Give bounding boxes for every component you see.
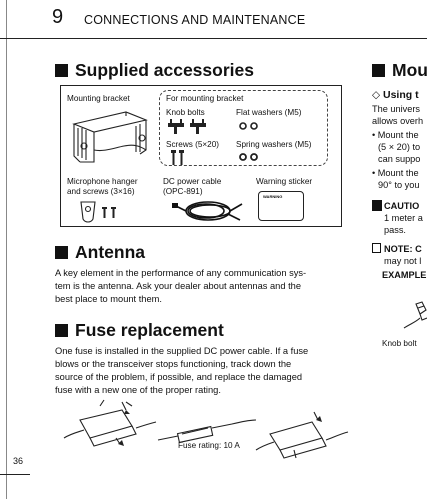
label-spring-washers: Spring washers (M5): [236, 140, 312, 149]
square-bullet-icon: [372, 64, 385, 77]
screw-icon: [171, 150, 184, 165]
label-fuse-rating: Fuse rating: 10 A: [178, 441, 240, 450]
note-icon: [372, 243, 381, 253]
caution-line-2: 1 meter a: [384, 213, 423, 223]
label-dc-cable-model: (OPC-891): [163, 187, 203, 196]
accessories-box: [60, 85, 342, 227]
right-text-line-6: • Mount the: [372, 168, 419, 178]
right-text-line-5: can suppo: [378, 154, 421, 164]
fuse-replacement-illustration: [63, 399, 349, 459]
page-number: 36: [13, 456, 24, 466]
microphone-hanger-icon: [80, 201, 116, 223]
chapter-title: CONNECTIONS AND MAINTENANCE: [84, 13, 306, 27]
caution-line-3: pass.: [384, 225, 406, 235]
section-heading-fuse-replacement: Fuse replacement: [55, 320, 224, 340]
knob-bolt-icon: [168, 119, 206, 134]
note-label: NOTE: C: [384, 244, 422, 254]
square-bullet-icon: [55, 324, 68, 337]
note-line-2: may not l: [384, 256, 422, 266]
right-text-line-7: 90° to you: [378, 180, 420, 190]
sub-heading-using-cut: ◇ Using t: [372, 89, 419, 101]
square-bullet-icon: [55, 246, 68, 259]
right-text-line-2: allows overh: [372, 116, 424, 126]
section-heading-mounting-cut: Mou: [372, 60, 427, 80]
label-flat-washers: Flat washers (M5): [236, 108, 302, 117]
label-for-mounting-bracket: For mounting bracket: [166, 94, 244, 103]
spring-washer-icon: [239, 153, 258, 161]
section-heading-accessories: Supplied accessories: [55, 60, 254, 80]
mounting-bracket-illustration: [72, 111, 148, 163]
label-knob-bolts: Knob bolts: [166, 108, 205, 117]
caution-icon: [372, 200, 382, 211]
label-screws: Screws (5×20): [166, 140, 220, 149]
chapter-number: 9: [52, 6, 64, 28]
label-microphone-hanger-screws: and screws (3×16): [67, 187, 135, 196]
caution-label: CAUTIO: [384, 201, 420, 211]
label-warning-sticker: Warning sticker: [256, 177, 313, 186]
page-edge-line: [6, 0, 7, 499]
label-knob-bolt: Knob bolt: [382, 339, 417, 348]
page-number-box: 36: [0, 452, 30, 475]
right-text-line-4: (5 × 20) to: [378, 142, 421, 152]
flat-washer-icon: [239, 122, 258, 130]
right-text-line-1: The univers: [372, 104, 421, 114]
mounting-parts-group: [159, 90, 328, 166]
section-heading-antenna: Antenna: [55, 242, 145, 262]
dc-power-cable-icon: [172, 201, 243, 221]
knob-bolt-illustration: [403, 301, 427, 329]
right-text-line-3: • Mount the: [372, 130, 419, 140]
fuse-paragraph: One fuse is installed in the supplied DC…: [55, 346, 309, 395]
warning-sticker-icon: WARNING: [258, 191, 304, 221]
example-label: EXAMPLE: [382, 270, 427, 280]
label-microphone-hanger: Microphone hanger: [67, 177, 138, 186]
square-bullet-icon: [55, 64, 68, 77]
label-mounting-bracket: Mounting bracket: [67, 94, 130, 103]
header-rule: [0, 38, 427, 39]
antenna-paragraph: A key element in the performance of any …: [55, 268, 307, 304]
label-dc-power-cable: DC power cable: [163, 177, 222, 186]
